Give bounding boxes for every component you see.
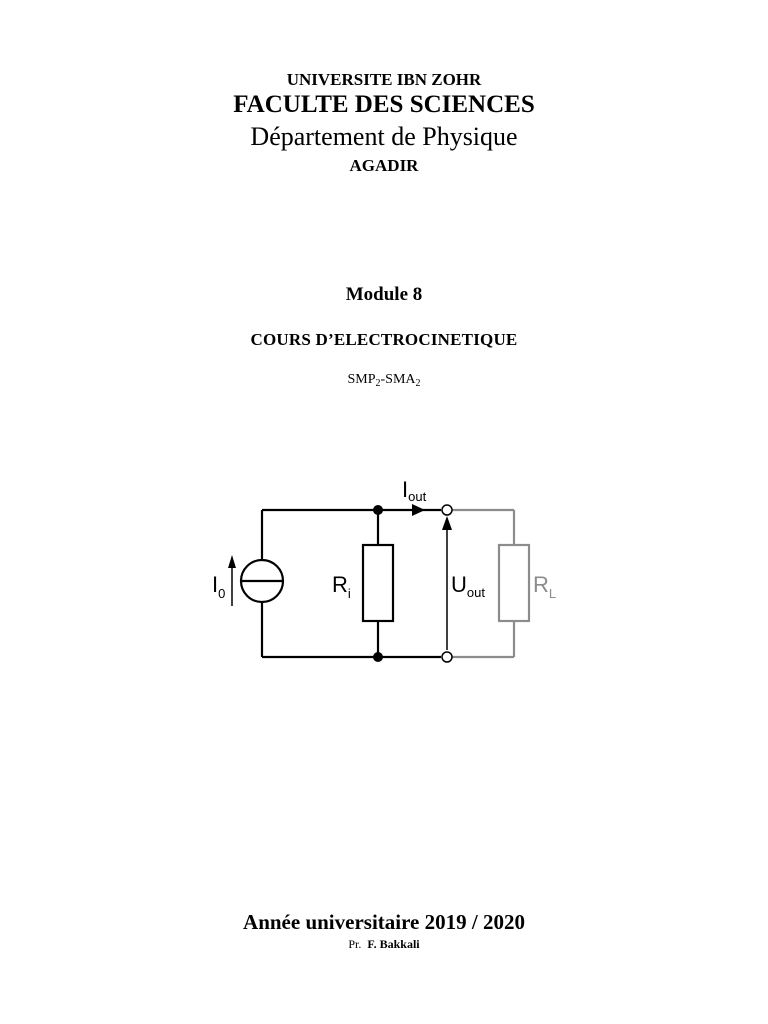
- load-resistor-symbol: [497, 543, 531, 623]
- city-name: AGADIR: [349, 156, 419, 175]
- i0-arrow-head: [228, 555, 236, 568]
- bottom-junction-node: [373, 652, 383, 662]
- academic-year: Année universitaire 2019 / 2020: [243, 910, 525, 934]
- module-title: Module 8: [345, 284, 423, 305]
- top-junction-node: [373, 505, 383, 515]
- ri-label: Ri: [332, 572, 351, 601]
- level-part1: SMP: [347, 372, 376, 387]
- iout-arrow-head: [412, 504, 425, 516]
- level-sep: -SMA: [380, 372, 416, 387]
- author-prefix: Pr.: [348, 937, 362, 951]
- course-title: COURS D’ELECTROCINETIQUE: [250, 330, 518, 349]
- faculty-name: FACULTE DES SCIENCES: [233, 91, 535, 118]
- output-terminal-top: [441, 504, 453, 516]
- load-circuit: [452, 508, 531, 659]
- department-name: Département de Physique: [250, 122, 518, 151]
- rl-label: RL: [533, 572, 556, 601]
- author-line: Pr. F. Bakkali: [0, 937, 768, 952]
- output-terminal-bottom: [441, 651, 453, 663]
- course-level: SMP2-SMA2: [0, 372, 768, 389]
- uout-arrow-head: [442, 516, 452, 530]
- i0-label: I0: [212, 572, 225, 601]
- main-circuit: [239, 508, 448, 659]
- internal-resistor-symbol: [361, 543, 395, 623]
- level-sub1: 2: [375, 378, 381, 389]
- uout-label: Uout: [451, 572, 485, 600]
- level-sub2: 2: [415, 378, 421, 389]
- author-name: F. Bakkali: [367, 937, 420, 951]
- circuit-diagram: I0 Ri Uout RL Iout: [212, 477, 556, 663]
- university-name: UNIVERSITE IBN ZOHR: [286, 70, 482, 89]
- iout-label: Iout: [402, 477, 427, 504]
